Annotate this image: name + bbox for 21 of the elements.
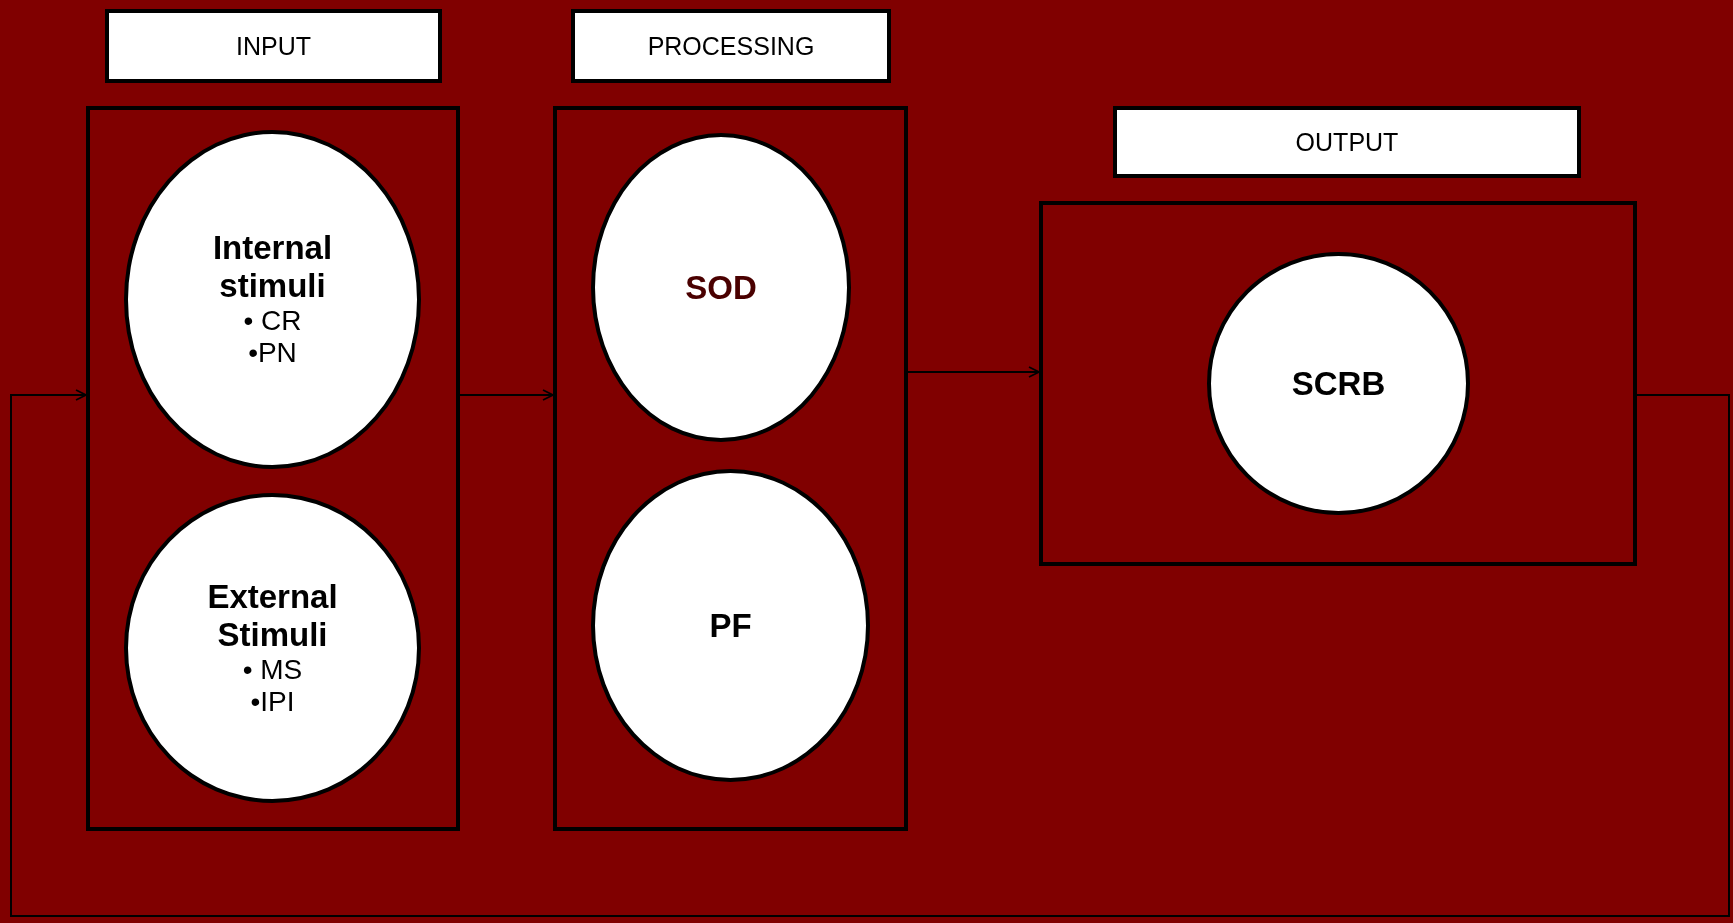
bullet-item: •PN	[248, 337, 297, 370]
bullet-item: • MS	[242, 653, 303, 686]
stage-label	[105, 9, 442, 83]
bullet-item: •IPI	[250, 685, 295, 719]
stage-panel	[86, 106, 460, 831]
node-title: SCRB	[1291, 364, 1386, 403]
stage-panel	[553, 106, 908, 831]
node-title: External Stimuli	[206, 577, 339, 654]
arrow	[10, 389, 1730, 917]
stage-title: OUTPUT	[1295, 127, 1399, 157]
node-title: SOD	[685, 268, 757, 307]
arrow	[459, 389, 554, 401]
stage-label	[571, 9, 891, 83]
bullet-item: • CR	[243, 305, 302, 338]
stage-panel	[1039, 201, 1637, 566]
stage-title: INPUT	[236, 31, 311, 61]
arrow	[907, 366, 1040, 378]
stage-label	[1113, 106, 1581, 178]
node-title: PF	[709, 606, 752, 645]
stage-title: PROCESSING	[647, 31, 815, 61]
node-title: Internal stimuli	[211, 229, 334, 306]
